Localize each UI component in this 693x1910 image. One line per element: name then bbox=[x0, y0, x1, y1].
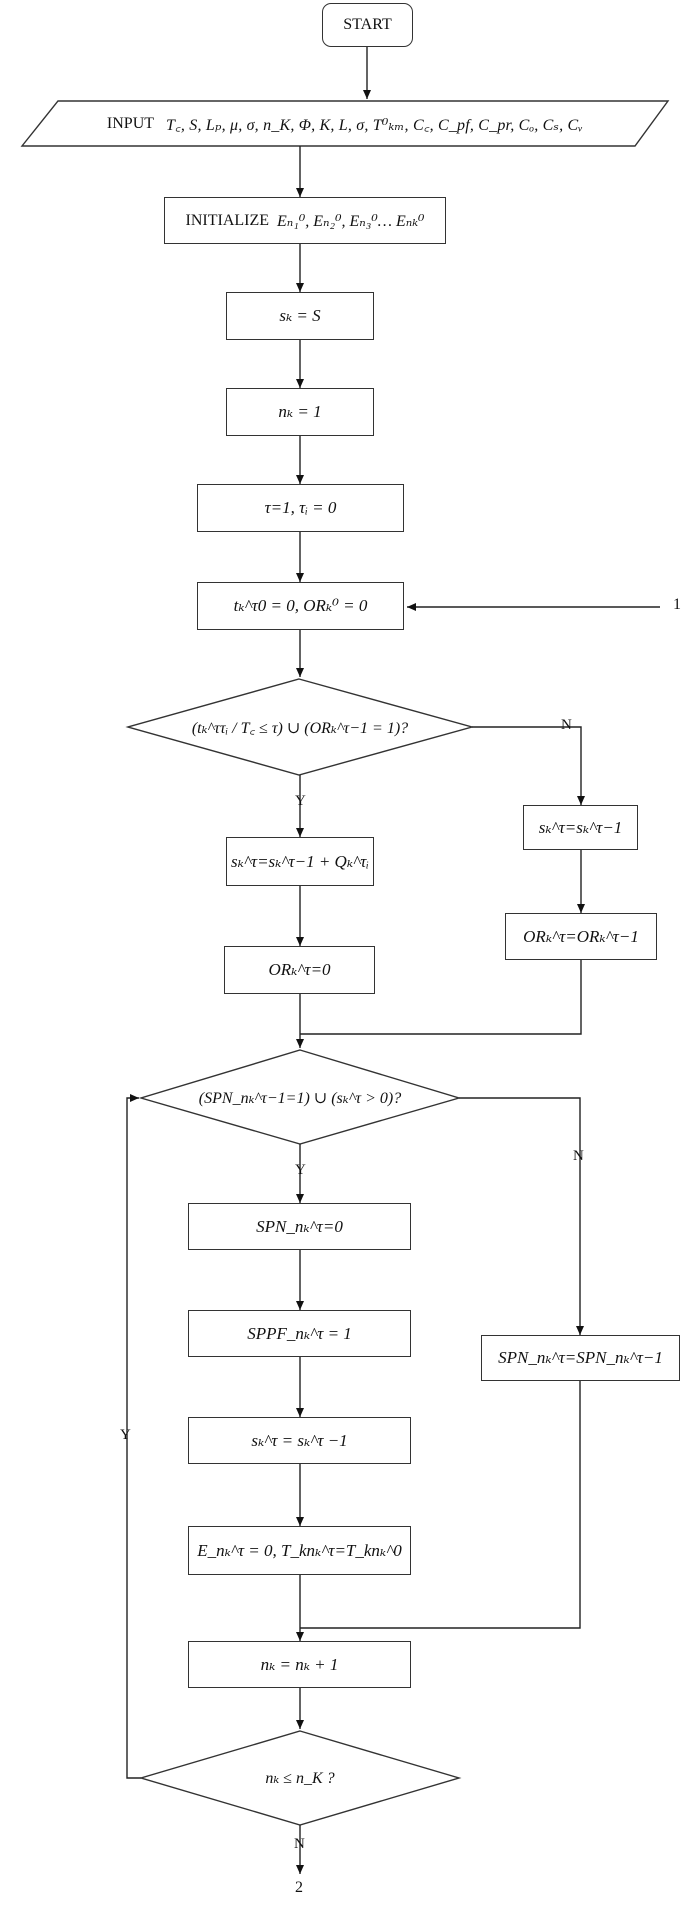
start-terminal: START bbox=[322, 3, 413, 47]
s-decrement-box: sₖ^τ = sₖ^τ −1 bbox=[188, 1417, 411, 1464]
input-variables: T꜀, S, Lₚ, μ, σ, n_K, Φ, K, L, σ, T⁰ₖₘ, … bbox=[166, 116, 584, 134]
s-decrement-text: sₖ^τ = sₖ^τ −1 bbox=[251, 1430, 348, 1450]
decision-2-yes-label: Y bbox=[295, 1162, 306, 1178]
connector-1-label: 1 bbox=[673, 596, 681, 613]
sppf-one-box: SPPF_nₖ^τ = 1 bbox=[188, 1310, 411, 1357]
decision-1-text: (tₖ^ττᵢ / T꜀ ≤ τ) ∪ (ORₖ^τ−1 = 1)? bbox=[191, 720, 409, 737]
tau-init-text: τ=1, τᵢ = 0 bbox=[264, 498, 337, 517]
s-init-text: sₖ = S bbox=[279, 306, 321, 325]
n-increment-text: nₖ = nₖ + 1 bbox=[260, 1654, 339, 1674]
initialize-label: INITIALIZE bbox=[185, 211, 270, 229]
spn-zero-text: SPN_nₖ^τ=0 bbox=[256, 1216, 343, 1236]
spn-zero-box: SPN_nₖ^τ=0 bbox=[188, 1203, 411, 1250]
or-zero-text: ORₖ^τ=0 bbox=[268, 960, 331, 979]
n-init-text: nₖ = 1 bbox=[278, 402, 322, 421]
decision-2-text: (SPN_nₖ^τ−1=1) ∪ (sₖ^τ > 0)? bbox=[198, 1090, 402, 1107]
or-prev-box: ORₖ^τ=ORₖ^τ−1 bbox=[505, 913, 657, 960]
decision-3-no-label: N bbox=[294, 1836, 305, 1852]
sppf-one-text: SPPF_nₖ^τ = 1 bbox=[247, 1323, 352, 1343]
s-update-yes-text: sₖ^τ=sₖ^τ−1 + Qₖ^τᵢ bbox=[231, 851, 369, 871]
tau-init-box: τ=1, τᵢ = 0 bbox=[197, 484, 404, 532]
input-label: INPUT bbox=[106, 114, 155, 132]
decision-2-no-label: N bbox=[573, 1148, 584, 1164]
s-update-no-text: sₖ^τ=sₖ^τ−1 bbox=[538, 817, 623, 837]
initialize-variables: Eₙ₁⁰, Eₙ₂⁰, Eₙ₃⁰… Eₙₖ⁰ bbox=[277, 212, 425, 230]
s-update-yes-box: sₖ^τ=sₖ^τ−1 + Qₖ^τᵢ bbox=[226, 837, 374, 886]
decision-1-no-label: N bbox=[561, 717, 572, 733]
spn-prev-text: SPN_nₖ^τ=SPN_nₖ^τ−1 bbox=[498, 1348, 663, 1367]
e-reset-text: E_nₖ^τ = 0, T_knₖ^τ=T_knₖ^0 bbox=[197, 1540, 402, 1560]
t-init-text: tₖ^τ0 = 0, ORₖ⁰ = 0 bbox=[233, 596, 368, 615]
e-reset-box: E_nₖ^τ = 0, T_knₖ^τ=T_knₖ^0 bbox=[188, 1526, 411, 1575]
decision-3-text: nₖ ≤ n_K ? bbox=[265, 1770, 335, 1787]
s-init-box: sₖ = S bbox=[226, 292, 374, 340]
spn-prev-box: SPN_nₖ^τ=SPN_nₖ^τ−1 bbox=[481, 1335, 680, 1381]
connector-2-label: 2 bbox=[295, 1879, 303, 1896]
n-init-box: nₖ = 1 bbox=[226, 388, 374, 436]
or-prev-text: ORₖ^τ=ORₖ^τ−1 bbox=[523, 926, 639, 946]
decision-1-diamond bbox=[125, 678, 475, 776]
start-label: START bbox=[343, 16, 392, 33]
loop-yes-label: Y bbox=[120, 1427, 131, 1443]
s-update-no-box: sₖ^τ=sₖ^τ−1 bbox=[523, 805, 638, 850]
decision-1-yes-label: Y bbox=[295, 793, 306, 809]
initialize-box: INITIALIZE Eₙ₁⁰, Eₙ₂⁰, Eₙ₃⁰… Eₙₖ⁰ bbox=[164, 197, 446, 244]
input-block: INPUT T꜀, S, Lₚ, μ, σ, n_K, Φ, K, L, σ, … bbox=[40, 101, 650, 146]
t-init-box: tₖ^τ0 = 0, ORₖ⁰ = 0 bbox=[197, 582, 404, 630]
or-zero-box: ORₖ^τ=0 bbox=[224, 946, 375, 994]
n-increment-box: nₖ = nₖ + 1 bbox=[188, 1641, 411, 1688]
input-parallelogram bbox=[20, 100, 670, 147]
